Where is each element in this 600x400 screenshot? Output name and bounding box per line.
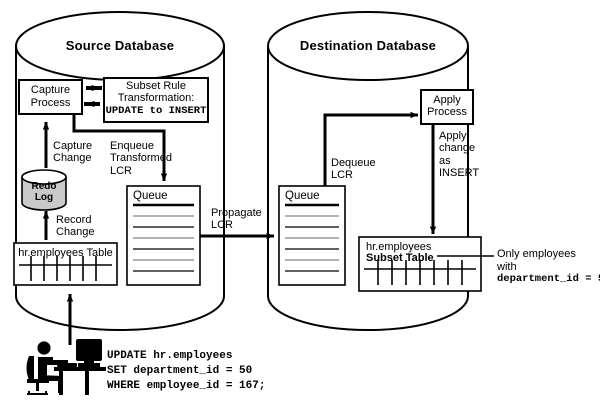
subset-rule-label-line2: Transformation: (117, 92, 195, 104)
user-at-workstation-icon (26, 339, 106, 395)
subset-rule-label-line1: Subset Rule (126, 80, 186, 92)
capture-process-label-line2: Process (30, 97, 71, 109)
redo-log-label-line1: Redo (31, 181, 57, 192)
arrow-dequeue-lcr (323, 111, 419, 186)
redo-log-cylinder (21, 169, 67, 211)
callout-line2: with (497, 261, 517, 273)
subset-rule-label-line3: UPDATE to INSERT (105, 105, 207, 117)
arrow-enqueue-lcr (72, 114, 168, 182)
subset-rule-box (103, 77, 209, 123)
record-change-label: Record Change (56, 214, 95, 239)
destination-queue-label: Queue (285, 190, 320, 202)
capture-process-box (18, 79, 83, 115)
enqueue-lcr-label: Enqueue Transformed LCR (110, 140, 172, 177)
sql-statement-line3: WHERE employee_id = 167; (107, 380, 266, 392)
source-database-title: Source Database (65, 38, 175, 53)
apply-process-label-line1: Apply (433, 94, 461, 106)
sql-statement-line2: SET department_id = 50 (107, 365, 253, 377)
propagate-lcr-label: Propagate LCR (211, 207, 262, 232)
employees-table-label: hr.employees Table (18, 247, 113, 259)
apply-process-box (420, 89, 474, 125)
source-queue-box (126, 185, 201, 286)
callout-line1: Only employees (497, 248, 576, 260)
apply-process-label-line2: Process (427, 106, 467, 118)
source-queue-label: Queue (133, 190, 168, 202)
destination-database-title: Destination Database (299, 38, 437, 53)
employees-table-box (13, 242, 118, 286)
destination-queue-box (278, 185, 346, 286)
capture-process-label-line1: Capture (30, 84, 71, 96)
redo-log-label-line2: Log (34, 192, 54, 203)
subset-table-label-line1: hr.employees (366, 241, 432, 253)
callout-line3: department_id = 50 (497, 273, 600, 285)
sql-statement-line1: UPDATE hr.employees (107, 350, 233, 362)
dequeue-lcr-label: Dequeue LCR (331, 157, 376, 182)
subset-table-box (358, 236, 482, 292)
apply-change-label: Apply change as INSERT (439, 130, 480, 179)
capture-change-label: Capture Change (53, 140, 93, 165)
subset-table-label-line2: Subset Table (366, 252, 434, 264)
